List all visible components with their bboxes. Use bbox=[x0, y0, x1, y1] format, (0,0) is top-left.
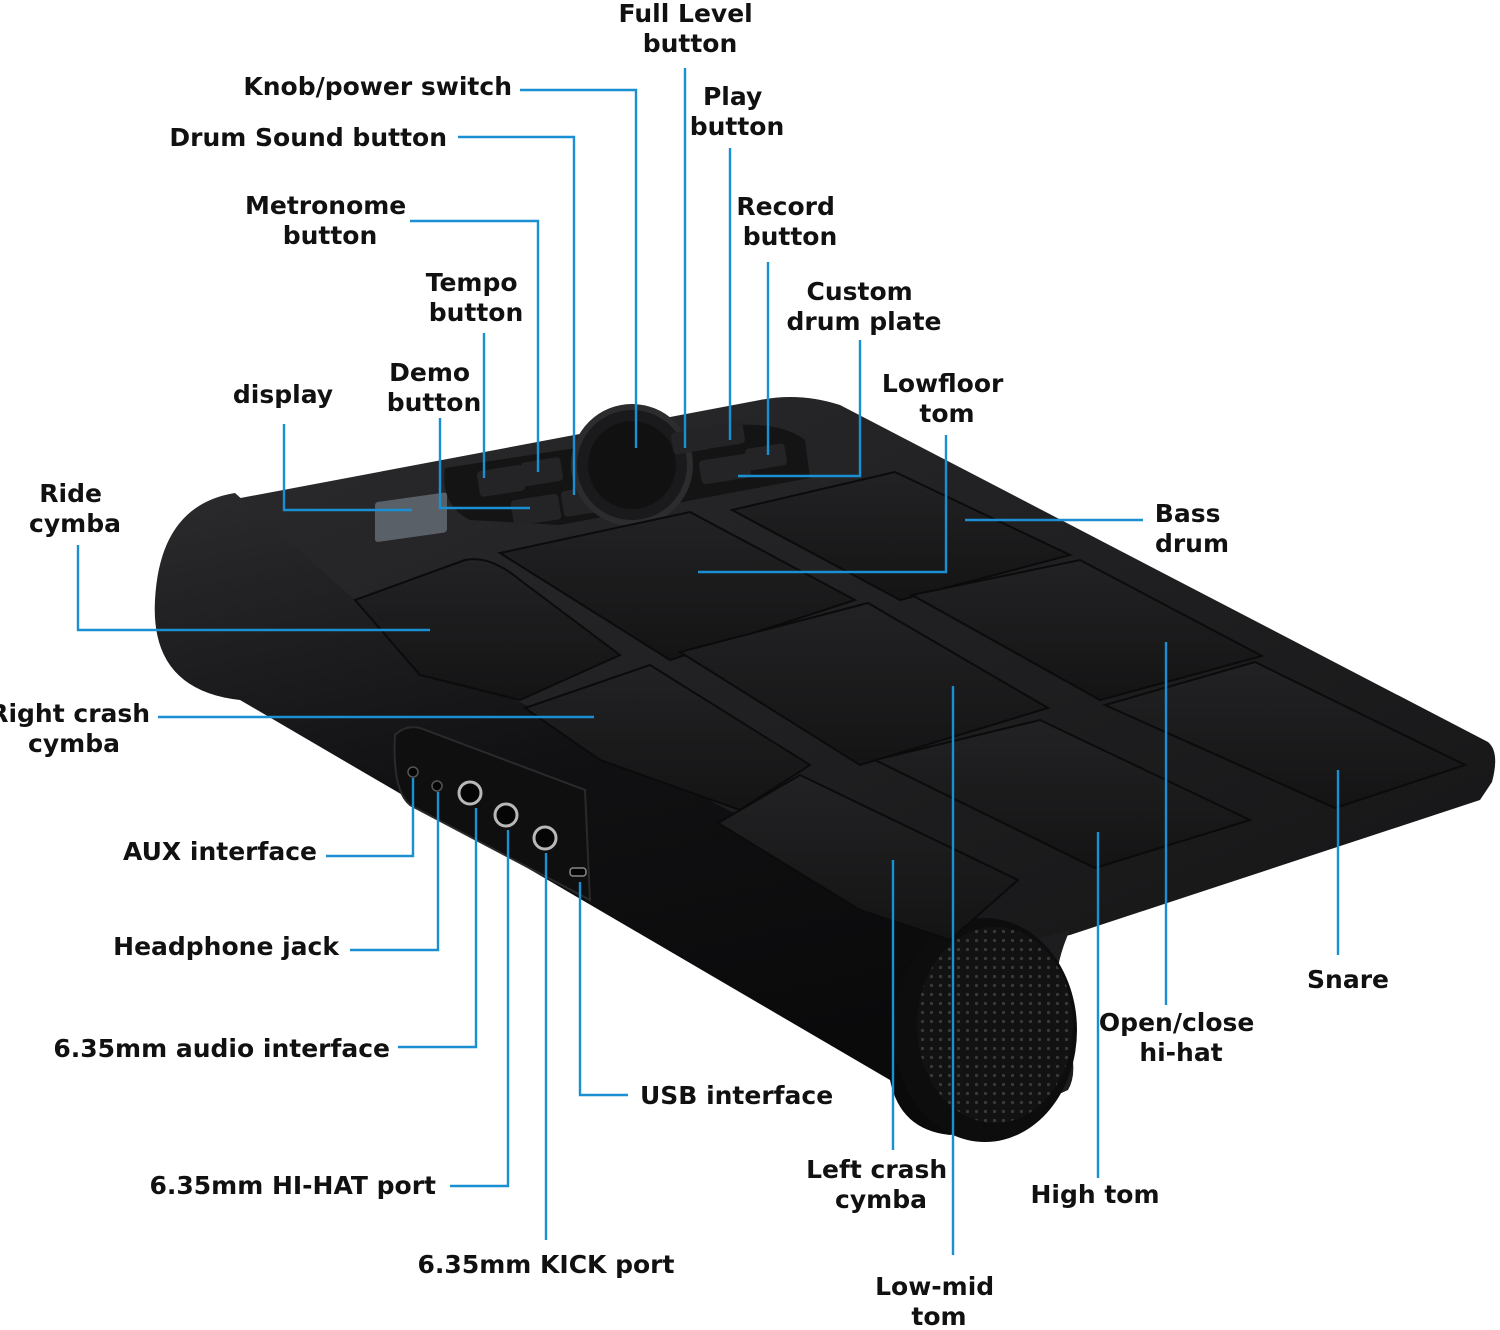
leader-aux bbox=[326, 778, 415, 858]
label-full-level: Full Level button bbox=[619, 0, 762, 58]
leader-demo bbox=[438, 418, 530, 510]
label-headphone: Headphone jack bbox=[113, 932, 340, 961]
pad-ride bbox=[353, 558, 622, 702]
pad-low-mid-tom bbox=[677, 601, 1051, 767]
metronome-button-key bbox=[520, 457, 564, 487]
leader-usb bbox=[578, 882, 628, 1097]
label-metronome: Metronome button bbox=[245, 191, 415, 250]
label-demo: Demo button bbox=[387, 358, 482, 417]
leader-drum-sound bbox=[458, 135, 576, 495]
custom-button-key bbox=[699, 453, 751, 485]
demo-button-key bbox=[510, 493, 562, 526]
label-custom-plate: Custom drum plate bbox=[786, 277, 941, 336]
label-high-tom: High tom bbox=[1030, 1180, 1159, 1209]
label-display: display bbox=[233, 380, 333, 409]
hihat-port-jack bbox=[493, 802, 519, 828]
leader-headphone bbox=[350, 792, 440, 952]
leader-lowfloor-tom bbox=[698, 435, 948, 574]
leader-knob-power bbox=[520, 88, 638, 448]
label-record: Record button bbox=[736, 192, 843, 251]
pad-high-tom bbox=[872, 718, 1253, 870]
aux-jack bbox=[407, 766, 419, 778]
label-usb: USB interface bbox=[640, 1081, 833, 1110]
label-audio-635: 6.35mm audio interface bbox=[53, 1034, 390, 1063]
lcd-display bbox=[375, 492, 447, 542]
pad-lowfloor-tom bbox=[497, 510, 858, 662]
label-bass: Bass drum bbox=[1155, 499, 1229, 558]
label-aux: AUX interface bbox=[123, 837, 317, 866]
device-front-tube bbox=[154, 493, 1031, 1135]
leader-metronome bbox=[410, 219, 540, 472]
pad-right-crash bbox=[522, 663, 812, 812]
connector-panel bbox=[393, 726, 592, 902]
label-open-hihat: Open/close hi-hat bbox=[1099, 1008, 1263, 1067]
usb-port bbox=[569, 867, 587, 877]
label-hihat-port: 6.35mm HI-HAT port bbox=[149, 1171, 436, 1200]
label-play: Play button bbox=[690, 82, 785, 141]
label-drum-sound: Drum Sound button bbox=[169, 123, 447, 152]
callout-labels: Full Level button Knob/power switch Play… bbox=[0, 0, 1389, 1330]
leader-hihat-port bbox=[450, 830, 510, 1188]
play-button-key bbox=[705, 421, 745, 449]
tempo-button-key bbox=[476, 464, 526, 497]
drum-pads bbox=[353, 470, 1468, 942]
label-tempo: Tempo button bbox=[426, 268, 527, 327]
label-snare: Snare bbox=[1307, 965, 1389, 994]
label-left-crash: Left crash cymba bbox=[806, 1155, 956, 1214]
audio-635-jack bbox=[457, 780, 483, 806]
leader-custom bbox=[738, 340, 862, 478]
leader-audio-635 bbox=[398, 808, 478, 1049]
leader-lines bbox=[76, 68, 1340, 1255]
label-low-mid-tom: Low-mid tom bbox=[875, 1272, 1003, 1330]
pad-open-hihat bbox=[909, 558, 1265, 702]
record-button-key bbox=[745, 443, 787, 471]
drum-pad-device bbox=[154, 396, 1496, 1142]
label-kick-port: 6.35mm KICK port bbox=[418, 1250, 675, 1279]
label-knob-power: Knob/power switch bbox=[243, 72, 512, 101]
kick-port-jack bbox=[532, 825, 558, 851]
leader-display bbox=[282, 424, 412, 512]
leader-ride bbox=[76, 545, 430, 632]
label-lowfloor-tom: Lowfloor tom bbox=[882, 369, 1012, 428]
pad-snare bbox=[1102, 660, 1468, 810]
full-level-button-key bbox=[671, 427, 711, 455]
power-knob-cap bbox=[588, 421, 676, 509]
pad-left-crash bbox=[716, 773, 1020, 942]
pad-bass-drum bbox=[729, 470, 1073, 602]
label-ride: Ride cymba bbox=[29, 479, 121, 538]
headphone-jack bbox=[431, 780, 443, 792]
label-right-crash: Right crash cymba bbox=[0, 699, 159, 758]
speaker-grille bbox=[917, 927, 1073, 1123]
